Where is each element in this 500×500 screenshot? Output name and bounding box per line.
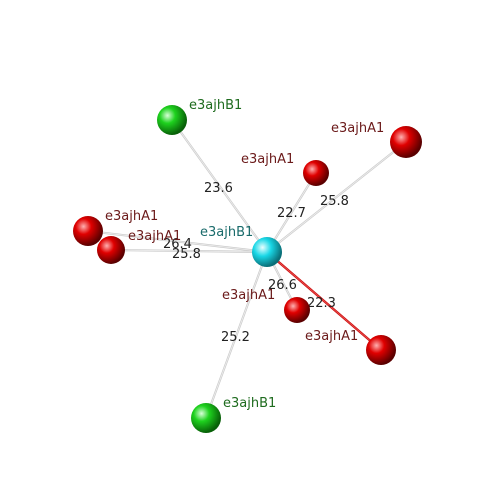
bond-highlight-1 xyxy=(171,119,268,253)
center-atom-label: e3ajhB1 xyxy=(200,225,253,240)
atom-label-6: e3ajhA1 xyxy=(222,288,275,303)
bond-highlight-4 xyxy=(87,230,268,253)
distance-label-8: 25.2 xyxy=(221,330,250,345)
atom-e3ajhb1-1[interactable] xyxy=(157,105,187,135)
bond-highlight-8 xyxy=(205,251,268,419)
atom-label-layer: e3ajhB1 e3ajhA1 e3ajhA1 e3ajhA1 e3ajhA1 e3ajh… xyxy=(105,98,384,411)
distance-label-1: 23.6 xyxy=(204,181,233,196)
distance-label-layer: 23.625.822.726.425.826.622.325.2 xyxy=(163,181,349,345)
atom-e3ajha1-3[interactable] xyxy=(303,160,329,186)
atom-e3ajha1-6[interactable] xyxy=(284,297,310,323)
atom-label-7: e3ajhA1 xyxy=(305,329,358,344)
atom-label-2: e3ajhA1 xyxy=(331,121,384,136)
atom-e3ajhb1-8[interactable] xyxy=(191,403,221,433)
atom-e3ajha1-5[interactable] xyxy=(97,236,125,264)
distance-label-4: 26.4 xyxy=(163,237,192,252)
bond-highlight-5 xyxy=(110,249,268,253)
atom-label-8: e3ajhB1 xyxy=(223,396,276,411)
bond-highlight-3 xyxy=(266,172,317,253)
bond-highlight-7 xyxy=(266,251,382,351)
distance-label-2: 25.8 xyxy=(320,194,349,209)
atom-label-5: e3ajhA1 xyxy=(128,229,181,244)
atom-label-3: e3ajhA1 xyxy=(241,152,294,167)
atom-layer xyxy=(73,105,422,433)
atom-e3ajha1-4[interactable] xyxy=(73,216,103,246)
atom-label-4: e3ajhA1 xyxy=(105,209,158,224)
distance-label-5: 25.8 xyxy=(172,247,201,262)
distance-label-6: 26.6 xyxy=(268,278,297,293)
center-atom[interactable] xyxy=(252,237,282,267)
bond-highlight-2 xyxy=(266,141,407,253)
distance-label-7: 22.3 xyxy=(307,296,336,311)
atom-label-1: e3ajhB1 xyxy=(189,98,242,113)
distance-label-3: 22.7 xyxy=(277,206,306,221)
atom-e3ajha1-2[interactable] xyxy=(390,126,422,158)
atom-e3ajha1-7[interactable] xyxy=(366,335,396,365)
